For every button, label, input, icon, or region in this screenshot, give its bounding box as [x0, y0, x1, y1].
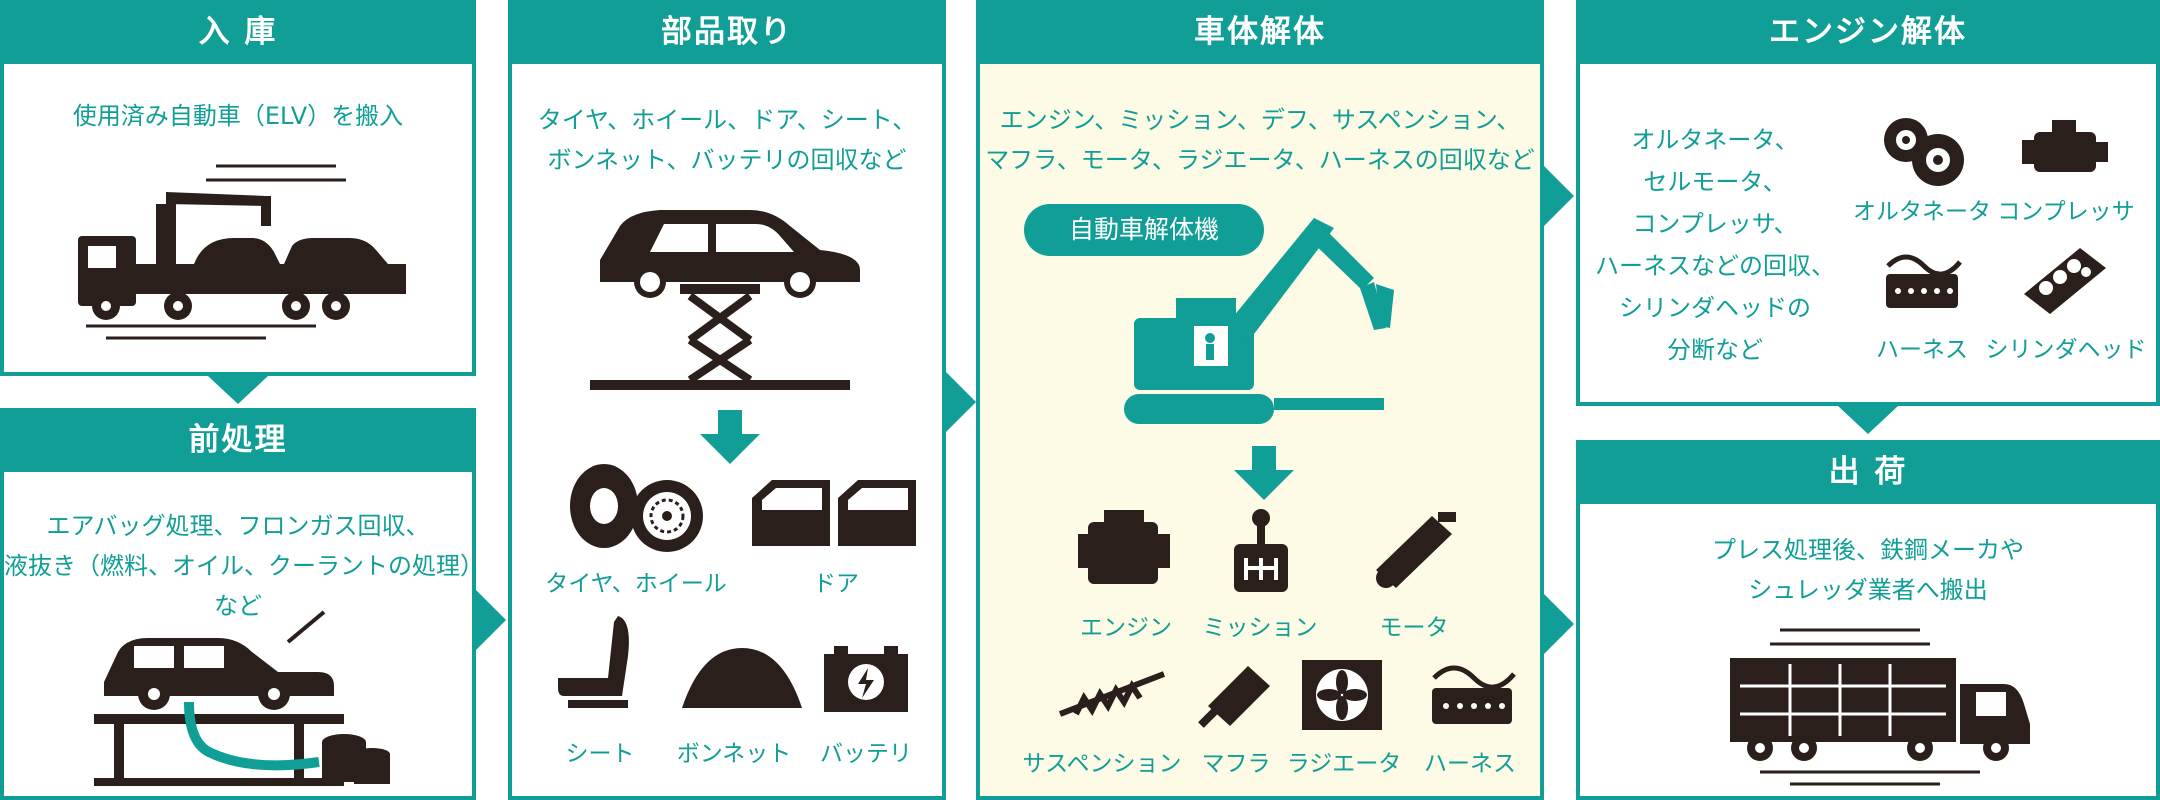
- stage-buhin-desc-1: タイヤ、ホイール、ドア、シート、: [537, 106, 917, 134]
- mission-icon: [1234, 509, 1288, 592]
- engine-part-compressor-label: コンプレッサ: [1997, 199, 2135, 225]
- arrow-down-teal-icon: [700, 410, 760, 464]
- part-tire-label: タイヤ、ホイール: [545, 571, 727, 597]
- cylinder-head-icon: [2024, 248, 2106, 314]
- compressor-icon: [2022, 120, 2108, 172]
- muffler-icon: [1198, 666, 1270, 728]
- stage-engine-desc-3: コンプレッサ、: [1632, 210, 1798, 238]
- arrow-down-nyuko: [208, 376, 268, 404]
- part-engine-label: エンジン: [1080, 615, 1172, 641]
- stage-shatai-panel: 車体解体 エンジン、ミッション、デフ、サスペンション、 マフラ、モータ、ラジエー…: [976, 0, 1544, 800]
- stage-shukka-desc-2: シュレッダ業者へ搬出: [1748, 576, 1988, 604]
- stage-zenshori-desc-2: 液抜き（燃料、オイル、クーラントの処理）など: [4, 552, 472, 620]
- part-muffler-label: マフラ: [1201, 751, 1271, 777]
- car-body-lift-icon: [590, 210, 860, 390]
- part-seat-label: シート: [565, 741, 635, 767]
- engine-part-cylinder-label: シリンダヘッド: [1985, 337, 2147, 363]
- stage-shatai-desc-1: エンジン、ミッション、デフ、サスペンション、: [999, 106, 1521, 134]
- arrow-right-shatai-shukka: [1544, 594, 1574, 654]
- engine-part-harness-label: ハーネス: [1876, 337, 1968, 363]
- stage-buhin-title: 部品取り: [508, 0, 946, 64]
- alternator-icon: [1884, 118, 1964, 186]
- tow-truck-icon: [78, 164, 406, 340]
- truck-icon: [1730, 628, 2030, 786]
- stage-engine-panel: エンジン解体 オルタネータ、 セルモータ、 コンプレッサ、 ハーネスなどの回収、…: [1576, 0, 2160, 406]
- arrow-right-shatai-engine: [1544, 166, 1574, 226]
- stage-shukka-title: 出 荷: [1576, 440, 2160, 504]
- lift-drain-icon: [94, 610, 390, 786]
- stage-engine-desc-1: オルタネータ、: [1631, 126, 1799, 154]
- harness-icon: [1432, 665, 1516, 724]
- door-icon: [752, 480, 916, 546]
- stage-shukka-panel: 出 荷 プレス処理後、鉄鋼メーカや シュレッダ業者へ搬出: [1576, 440, 2160, 800]
- excavator-icon: [1124, 218, 1394, 424]
- part-mission-label: ミッション: [1202, 615, 1318, 641]
- part-suspension-label: サスペンション: [1022, 751, 1182, 777]
- seat-icon: [558, 616, 629, 708]
- part-bonnet-label: ボンネット: [676, 741, 792, 767]
- stage-zenshori-desc-1: エアバッグ処理、フロンガス回収、: [46, 512, 430, 540]
- dismantling-machine-badge: 自動車解体機: [1024, 204, 1264, 256]
- stage-engine-desc-4: ハーネスなどの回収、: [1595, 252, 1835, 280]
- suspension-icon: [1058, 671, 1166, 717]
- stage-engine-desc-2: セルモータ、: [1643, 168, 1787, 196]
- engine-icon: [1078, 510, 1170, 584]
- stage-buhin-desc-2: ボンネット、バッテリの回収など: [547, 146, 907, 174]
- arrow-right-buhin: [946, 372, 976, 432]
- part-battery-label: バッテリ: [820, 741, 912, 767]
- motor-icon: [1376, 512, 1456, 588]
- stage-nyuko-title: 入 庫: [0, 0, 476, 64]
- bonnet-icon: [682, 648, 802, 708]
- arrow-down-teal-icon: [1234, 446, 1294, 500]
- stage-nyuko-panel: 入 庫 使用済み自動車（ELV）を搬入: [0, 0, 476, 376]
- arrow-down-engine: [1838, 406, 1898, 434]
- engine-part-alternator-label: オルタネータ: [1853, 199, 1991, 225]
- part-harness-label: ハーネス: [1424, 751, 1516, 777]
- stage-shatai-title: 車体解体: [976, 0, 1544, 64]
- arrow-right-zenshori: [476, 590, 506, 650]
- stage-shukka-desc-1: プレス処理後、鉄鋼メーカや: [1712, 536, 2024, 564]
- stage-zenshori-panel: 前処理 エアバッグ処理、フロンガス回収、 液抜き（燃料、オイル、クーラントの処理…: [0, 408, 476, 800]
- stage-shatai-desc-2: マフラ、モータ、ラジエータ、ハーネスの回収など: [985, 146, 1535, 174]
- part-door-label: ドア: [813, 571, 859, 597]
- radiator-icon: [1302, 660, 1382, 730]
- harness-icon: [1886, 254, 1962, 308]
- part-radiator-label: ラジエータ: [1286, 751, 1402, 777]
- stage-zenshori-title: 前処理: [0, 408, 476, 472]
- part-motor-label: モータ: [1379, 615, 1449, 641]
- stage-engine-desc-6: 分断など: [1667, 336, 1763, 364]
- stage-buhin-panel: 部品取り タイヤ、ホイール、ドア、シート、 ボンネット、バッテリの回収など タイ…: [508, 0, 946, 800]
- stage-nyuko-desc: 使用済み自動車（ELV）を搬入: [72, 102, 404, 130]
- tire-wheel-icon: [570, 464, 703, 552]
- stage-engine-title: エンジン解体: [1576, 0, 2160, 64]
- stage-engine-desc-5: シリンダヘッドの: [1619, 294, 1811, 322]
- battery-icon: [824, 646, 908, 712]
